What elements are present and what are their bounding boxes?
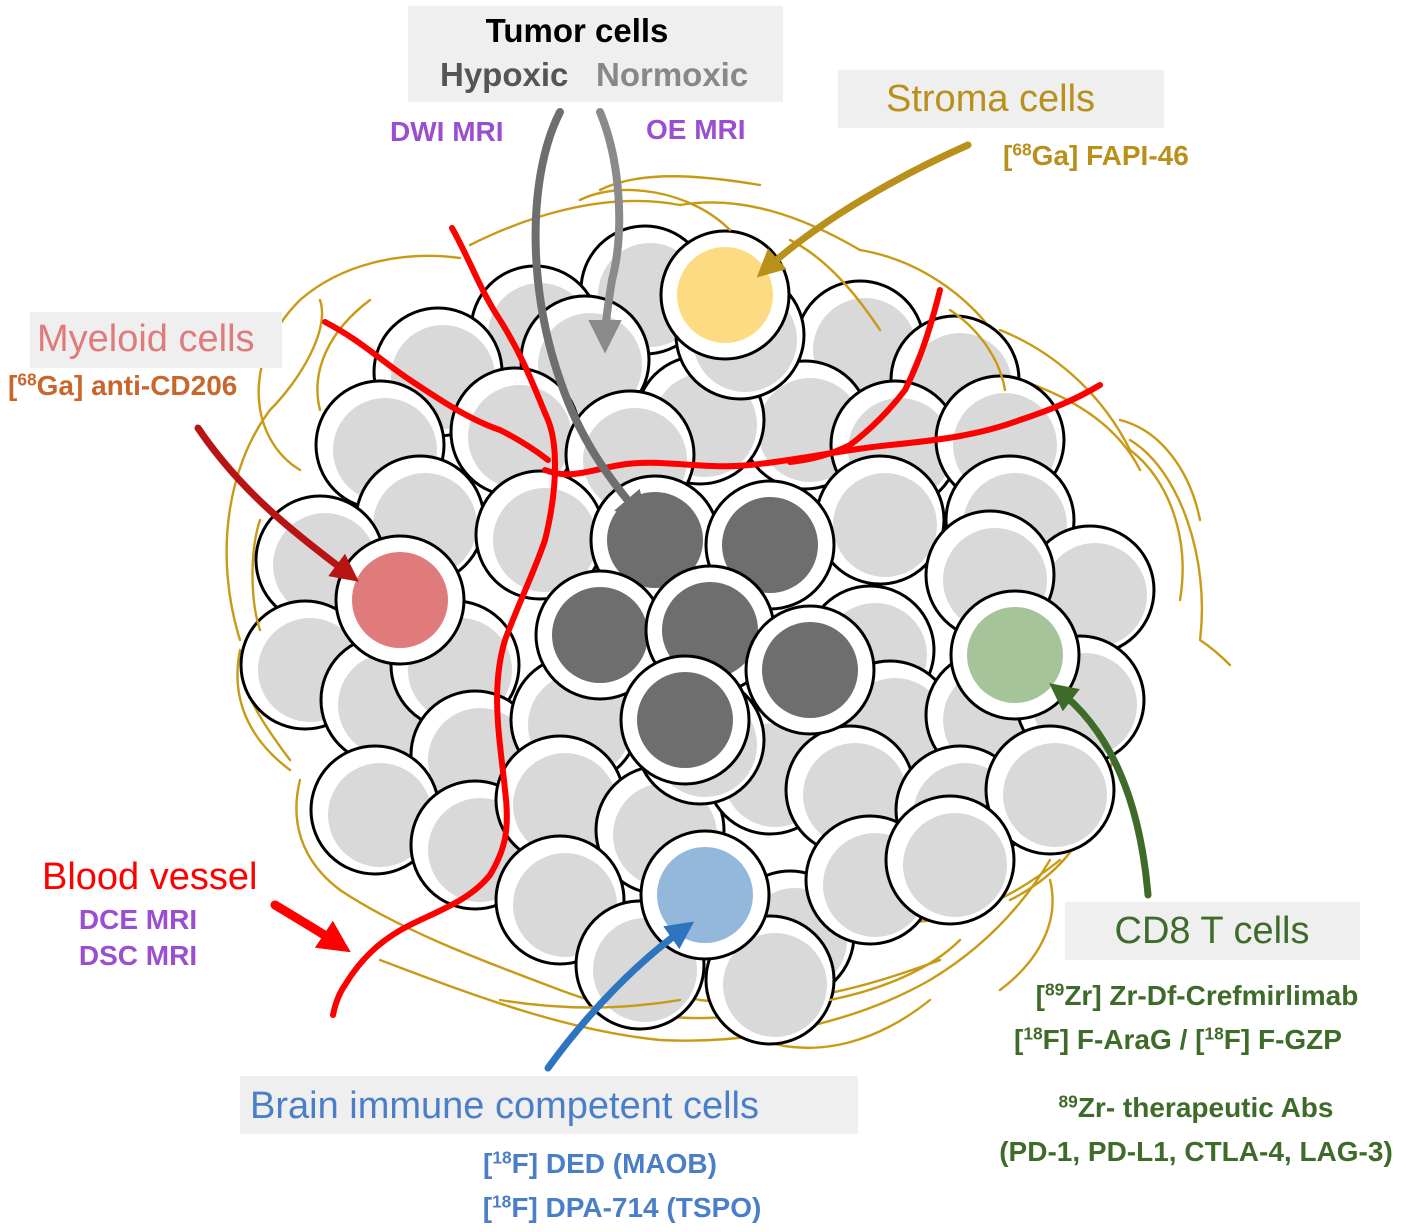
myeloid-cells-label: Myeloid cells: [37, 318, 255, 360]
cd8-tracer-2b-text: F] F-GZP: [1223, 1024, 1342, 1055]
cd8-t-cells-label: CD8 T cells: [1114, 910, 1310, 952]
cd8-tracer-2a-isotope: 18: [1023, 1023, 1043, 1044]
myeloid-tracer: [68Ga] anti-CD206: [8, 369, 238, 401]
stroma-cell-nucleus: [677, 247, 773, 343]
hypoxic-label: Hypoxic: [440, 56, 569, 93]
dsc-mri-label: DSC MRI: [78, 940, 198, 971]
cd8-tracer-1: [89Zr] Zr-Df-Crefmirlimab: [1035, 979, 1359, 1011]
brain-immune-tracer-2-text: F] DPA-714 (TSPO): [511, 1192, 762, 1223]
tumor-cell-nucleus: [513, 753, 617, 857]
cell-cluster: [239, 224, 1156, 1046]
cd8-tracer-2: [18F] F-AraG / [18F] F-GZP: [1014, 1023, 1342, 1055]
tumor-cells-label-box: [408, 6, 783, 102]
stroma-tracer-text: Ga] FAPI-46: [1031, 140, 1189, 171]
myeloid-arrow: [194, 424, 359, 582]
hypoxic-tumor-cell-nucleus: [722, 497, 818, 593]
brain-immune-cell: [639, 829, 771, 961]
hypoxic-tumor-cell-nucleus: [762, 622, 858, 718]
myeloid-tracer-text: Ga] anti-CD206: [36, 370, 238, 401]
cd8-therapeutic-abs-targets: (PD-1, PD-L1, CTLA-4, LAG-3): [999, 1136, 1393, 1167]
dwi-mri-label: DWI MRI: [390, 116, 504, 147]
hypoxic-tumor-cell-nucleus: [552, 587, 648, 683]
tumor-cell-nucleus: [833, 473, 937, 577]
brain-immune-tracer-1-isotope: 18: [492, 1147, 512, 1168]
cd8-tracer-2a-text: F] F-AraG / [: [1042, 1024, 1205, 1055]
cd8-tracer-1-isotope: 89: [1045, 979, 1065, 1000]
hypoxic-arrow: [531, 108, 649, 526]
cd8-therapeutic-abs: 89Zr- therapeutic Abs: [1059, 1092, 1334, 1124]
tumor-cells-title: Tumor cells: [485, 12, 669, 49]
myeloid-cell: [334, 534, 466, 666]
hypoxic-tumor-cell: [534, 569, 666, 701]
cd8-tracer-2b-isotope: 18: [1204, 1023, 1224, 1044]
blood-vessel-label: Blood vessel: [42, 856, 258, 898]
brain-immune-tracer-2: [18F] DPA-714 (TSPO): [482, 1191, 762, 1223]
myeloid-cell-nucleus: [352, 552, 448, 648]
stroma-cells-label-box: [838, 70, 1164, 128]
hypoxic-tumor-cell: [744, 604, 876, 736]
brain-immune-tracer-1: [18F] DED (MAOB): [483, 1147, 717, 1179]
blood-vessel-arrow: [270, 900, 351, 953]
stroma-cell: [659, 229, 791, 361]
cd8-t-cells-label-box: [1065, 902, 1360, 960]
brain-immune-label-box: [240, 1076, 858, 1134]
cd8-abs-text: Zr- therapeutic Abs: [1077, 1092, 1334, 1123]
cd8-t-cell: [949, 589, 1081, 721]
dce-mri-label: DCE MRI: [78, 904, 198, 935]
tumor-cell: [309, 744, 441, 876]
myeloid-tracer-isotope: 68: [17, 369, 37, 390]
tumor-cell-nucleus: [903, 813, 1007, 917]
tumor-cell: [814, 454, 946, 586]
tumor-cell-nucleus: [328, 763, 432, 867]
myeloid-cells-label-box: [30, 312, 282, 368]
cd8-abs-isotope: 89: [1058, 1091, 1078, 1112]
stroma-arrow: [756, 141, 972, 278]
tumor-cell-nucleus: [723, 933, 827, 1037]
stroma-cells-label: Stroma cells: [886, 78, 1096, 120]
tumor-cell-nucleus: [1003, 743, 1107, 847]
normoxic-arrow: [588, 108, 624, 354]
stroma-fibers-front: [251, 188, 1202, 1009]
brain-immune-arrow: [544, 921, 695, 1072]
cd8-tracer-1-text: Zr] Zr-Df-Crefmirlimab: [1064, 980, 1359, 1011]
tumor-cell: [884, 794, 1016, 926]
tumor-cell: [494, 734, 626, 866]
brain-immune-cell-nucleus: [657, 847, 753, 943]
hypoxic-tumor-cell-nucleus: [637, 672, 733, 768]
hypoxic-tumor-cell-nucleus: [662, 582, 758, 678]
stroma-tracer: [68Ga] FAPI-46: [1003, 139, 1189, 171]
brain-immune-tracer-1-text: F] DED (MAOB): [511, 1148, 717, 1179]
normoxic-label: Normoxic: [596, 56, 749, 93]
blood-vessels: [322, 225, 1103, 1018]
brain-immune-tracer-2-isotope: 18: [492, 1191, 512, 1212]
stroma-tracer-isotope: 68: [1012, 139, 1032, 160]
cd8-arrow: [1049, 683, 1152, 899]
arrows: [194, 108, 1152, 1072]
cd8-t-cell-nucleus: [967, 607, 1063, 703]
tumor-cell: [984, 724, 1116, 856]
hypoxic-tumor-cell: [619, 654, 751, 786]
brain-immune-label: Brain immune competent cells: [250, 1085, 759, 1127]
oe-mri-label: OE MRI: [646, 114, 746, 145]
stroma-fibers-back: [225, 175, 1232, 1050]
